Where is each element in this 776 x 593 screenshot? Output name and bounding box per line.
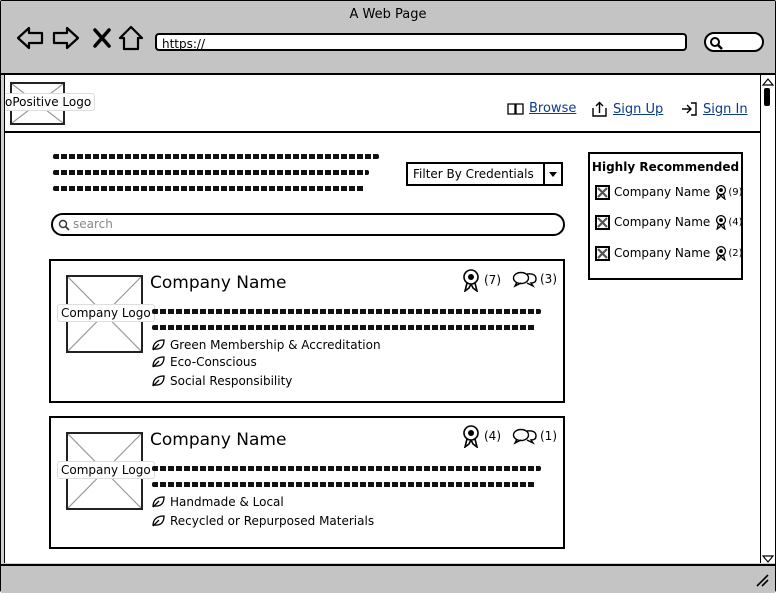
comments-value: (3) <box>540 272 557 286</box>
comments-value: (1) <box>540 429 557 443</box>
vertical-scrollbar[interactable] <box>760 75 775 563</box>
close-icon[interactable] <box>87 23 117 53</box>
feature-item: Social Responsibility <box>151 374 292 388</box>
feature-item: Eco-Conscious <box>151 355 257 369</box>
company-logo-thumbnail <box>595 184 610 200</box>
intro-text-line <box>53 170 369 175</box>
highly-recommended-panel: Highly Recommended Company Name (9) Comp… <box>588 152 743 280</box>
window-title: A Web Page <box>349 7 427 22</box>
page-content: oPositive Logo Browse Sign Up Sign In Fi… <box>4 75 762 563</box>
speech-bubbles-icon <box>512 428 537 445</box>
leaf-icon <box>152 496 165 508</box>
nav-sign-up-link[interactable]: Sign Up <box>591 101 663 118</box>
chevron-down-icon <box>549 172 557 177</box>
award-ribbon-icon <box>716 215 727 230</box>
company-card[interactable]: Company Logo Company Name (7) (3) Green … <box>49 259 565 403</box>
feature-item: Handmade & Local <box>151 495 284 509</box>
leaf-icon <box>152 515 165 527</box>
recommended-company-name: Company Name <box>614 185 711 199</box>
leaf-icon <box>152 375 165 387</box>
feature-label: Handmade & Local <box>170 495 284 509</box>
feature-label: Recycled or Repurposed Materials <box>170 514 375 528</box>
search-icon <box>710 37 723 50</box>
feature-label: Green Membership & Accreditation <box>170 338 381 352</box>
back-arrow-icon[interactable] <box>15 23 45 53</box>
company-logo-label: Company Logo <box>57 304 155 322</box>
nav-browse-link[interactable]: Browse <box>507 101 576 116</box>
search-placeholder: search <box>73 217 113 231</box>
comments-count[interactable]: (3) <box>512 270 557 288</box>
scroll-thumb[interactable] <box>764 88 770 106</box>
recommended-count: (4) <box>728 216 743 228</box>
nav-browse-label: Browse <box>529 101 577 116</box>
description-text-line <box>152 482 536 487</box>
company-name[interactable]: Company Name <box>150 273 287 293</box>
placeholder-x-icon <box>597 216 608 228</box>
recommended-company-name: Company Name <box>614 246 711 260</box>
recommended-title: Highly Recommended <box>591 160 740 174</box>
awards-count[interactable]: (7) <box>460 268 501 292</box>
recommended-item[interactable]: Company Name (4) <box>595 214 742 230</box>
scroll-down-arrow-icon[interactable] <box>761 554 775 564</box>
filter-label: Filter By Credentials <box>413 167 534 181</box>
book-icon <box>507 103 524 115</box>
logo-label: oPositive Logo <box>5 93 96 111</box>
feature-label: Social Responsibility <box>170 374 293 388</box>
leaf-icon <box>152 356 165 368</box>
placeholder-x-icon <box>597 247 608 259</box>
feature-item: Green Membership & Accreditation <box>151 338 381 352</box>
search-input[interactable]: search <box>51 213 565 236</box>
description-text-line <box>152 309 541 314</box>
awards-count[interactable]: (4) <box>460 424 501 448</box>
awards-value: (4) <box>484 429 501 443</box>
nav-sign-in-link[interactable]: Sign In <box>680 101 748 117</box>
upload-icon <box>592 101 607 117</box>
award-ribbon-icon <box>716 185 727 200</box>
company-logo-thumbnail <box>595 245 610 261</box>
browser-toolbar: A Web Page https:// <box>1 1 775 75</box>
company-card[interactable]: Company Logo Company Name (4) (1) Handma… <box>49 416 565 549</box>
company-logo-label: Company Logo <box>57 461 155 479</box>
awards-value: (7) <box>484 273 501 287</box>
description-text-line <box>152 466 541 471</box>
recommended-item[interactable]: Company Name (9) <box>595 184 742 200</box>
recommended-count: (9) <box>728 186 743 198</box>
comments-count[interactable]: (1) <box>512 427 557 445</box>
intro-text-line <box>53 154 379 159</box>
award-ribbon-icon <box>463 425 479 448</box>
status-bar <box>1 564 775 593</box>
browser-search-field[interactable] <box>704 32 764 52</box>
recommended-item[interactable]: Company Name (2) <box>595 245 742 261</box>
url-bar[interactable]: https:// <box>155 33 687 51</box>
nav-sign-in-label: Sign In <box>703 101 748 117</box>
placeholder-x-icon <box>597 186 608 198</box>
resize-grip-icon[interactable] <box>755 573 769 587</box>
award-ribbon-icon <box>716 246 727 261</box>
recommended-count: (2) <box>728 247 743 259</box>
leaf-icon <box>152 339 165 351</box>
award-ribbon-icon <box>463 269 479 292</box>
dropdown-caret[interactable] <box>543 164 561 184</box>
company-name[interactable]: Company Name <box>150 430 287 450</box>
feature-label: Eco-Conscious <box>170 355 257 369</box>
feature-item: Recycled or Repurposed Materials <box>151 514 374 528</box>
nav-sign-up-label: Sign Up <box>613 102 664 117</box>
sign-in-icon <box>682 102 697 116</box>
speech-bubbles-icon <box>512 271 537 288</box>
scroll-up-arrow-icon[interactable] <box>761 77 775 87</box>
filter-dropdown[interactable]: Filter By Credentials <box>406 162 563 186</box>
site-header: oPositive Logo Browse Sign Up Sign In <box>5 75 761 133</box>
company-logo-thumbnail <box>595 214 610 230</box>
description-text-line <box>152 325 536 330</box>
intro-text-line <box>53 186 365 191</box>
forward-arrow-icon[interactable] <box>51 23 81 53</box>
home-icon[interactable] <box>116 23 146 53</box>
search-icon <box>58 219 70 231</box>
recommended-company-name: Company Name <box>614 215 711 229</box>
